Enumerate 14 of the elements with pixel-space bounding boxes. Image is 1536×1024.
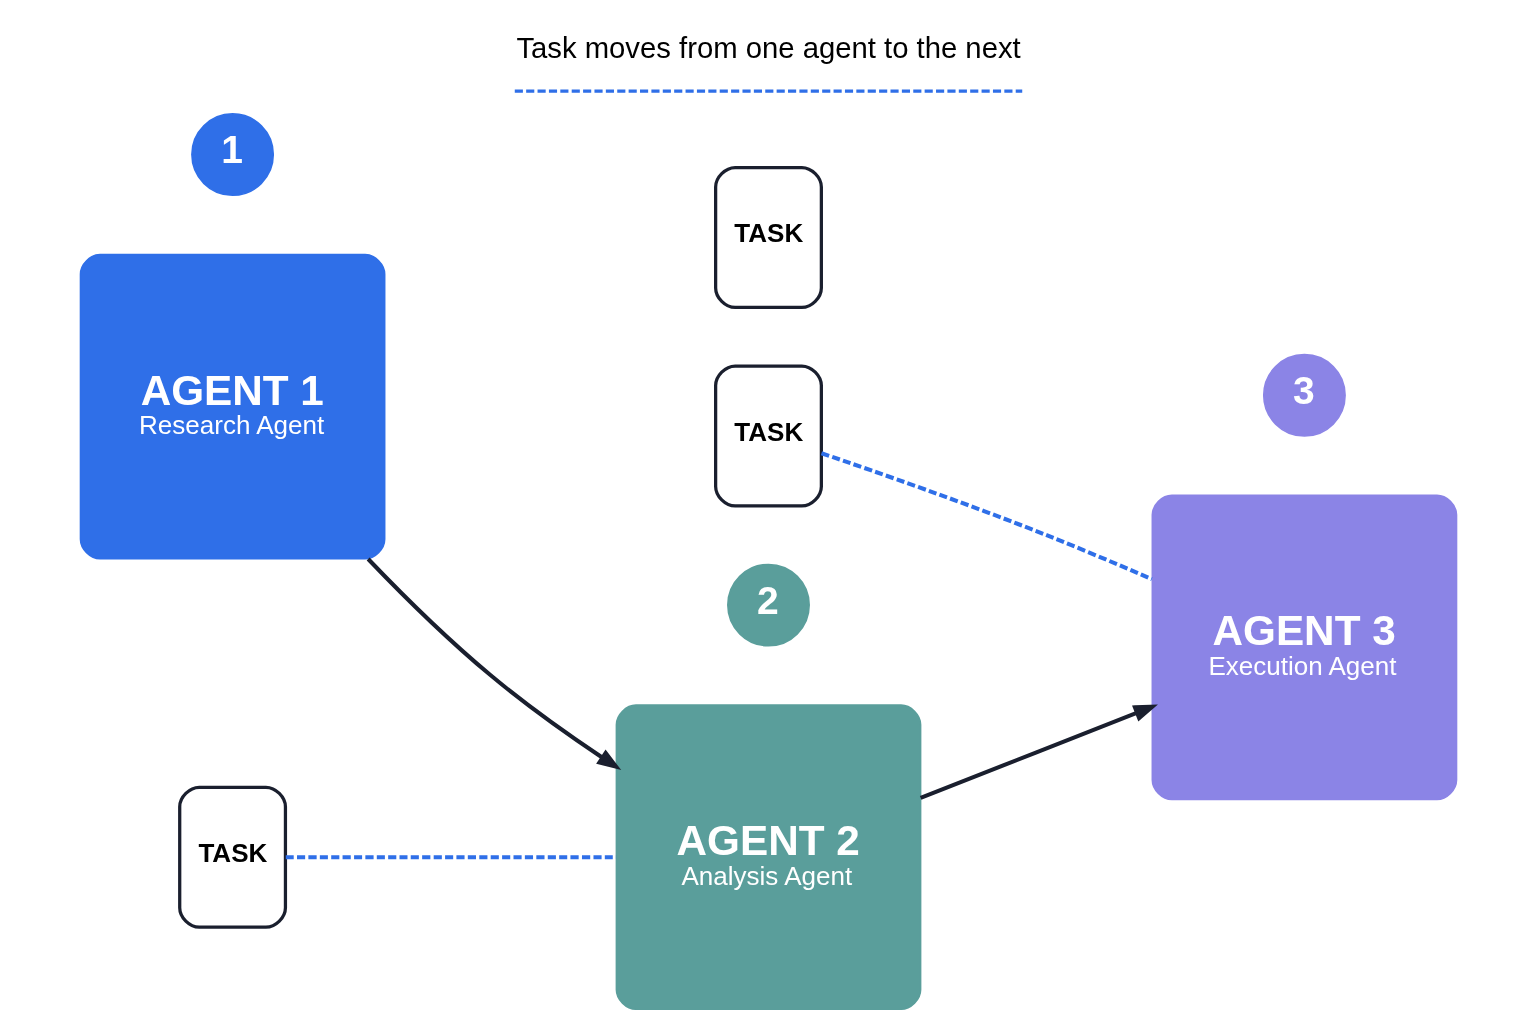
node-circle: 3 — [1262, 353, 1346, 437]
arrow — [366, 557, 621, 771]
connector — [285, 855, 616, 860]
arrow — [919, 704, 1158, 800]
legend-label: Task moves from one agent to the next — [515, 31, 1021, 64]
node-box: AGENT 3 Execution Agent — [1151, 494, 1457, 801]
node-circle: 1 — [190, 113, 274, 197]
node-box: TASK — [177, 785, 287, 929]
node-box: TASK — [713, 165, 823, 310]
node-box: AGENT 2 Analysis Agent — [615, 704, 921, 1011]
node-box: AGENT 1 Research Agent — [79, 253, 385, 560]
connector — [820, 451, 1153, 582]
node-circle: 2 — [726, 563, 810, 647]
node-box: TASK — [713, 364, 823, 508]
